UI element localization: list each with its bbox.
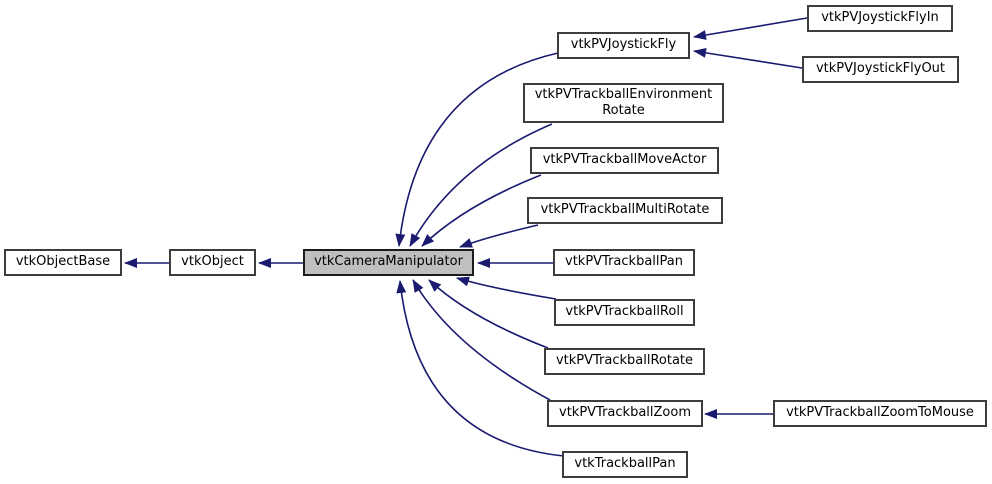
- inheritance-arrow-vtkPVTrackballZoom-to-vtkCameraManipulator: [412, 279, 551, 401]
- class-node-vtkObjectBase[interactable]: vtkObjectBase: [4, 249, 122, 276]
- inheritance-arrow-vtkPVTrackballEnvironmentRotate-to-vtkCameraManipulator: [409, 123, 553, 247]
- class-node-vtkPVJoystickFly[interactable]: vtkPVJoystickFly: [557, 32, 690, 59]
- inheritance-arrow-vtkPVJoystickFly-to-vtkCameraManipulator: [395, 52, 559, 247]
- class-node-vtkPVTrackballRoll[interactable]: vtkPVTrackballRoll: [554, 299, 695, 326]
- inheritance-arrow-vtkPVTrackballMultiRotate-to-vtkCameraManipulator: [459, 224, 539, 248]
- inheritance-arrow-vtkTrackballPan-to-vtkCameraManipulator: [396, 280, 565, 457]
- inheritance-arrow-vtkPVJoystickFlyOut-to-vtkPVJoystickFly: [693, 47, 803, 69]
- inheritance-arrow-vtkPVTrackballRoll-to-vtkCameraManipulator: [456, 276, 557, 300]
- class-node-vtkPVTrackballPan[interactable]: vtkPVTrackballPan: [553, 249, 695, 276]
- inheritance-arrow-vtkPVJoystickFlyIn-to-vtkPVJoystickFly: [693, 17, 808, 40]
- class-node-vtkPVTrackballMultiRotate[interactable]: vtkPVTrackballMultiRotate: [527, 197, 723, 224]
- class-node-vtkObject[interactable]: vtkObject: [169, 249, 256, 276]
- class-node-vtkPVTrackballMoveActor[interactable]: vtkPVTrackballMoveActor: [530, 147, 719, 174]
- class-node-vtkTrackballPan[interactable]: vtkTrackballPan: [562, 451, 688, 478]
- inheritance-arrow-vtkPVTrackballRotate-to-vtkCameraManipulator: [428, 279, 549, 349]
- class-node-vtkPVJoystickFlyIn[interactable]: vtkPVJoystickFlyIn: [807, 5, 953, 32]
- class-node-vtkPVTrackballRotate[interactable]: vtkPVTrackballRotate: [544, 348, 705, 375]
- inheritance-arrow-vtkPVTrackballMoveActor-to-vtkCameraManipulator: [421, 174, 542, 247]
- class-node-vtkPVTrackballZoom[interactable]: vtkPVTrackballZoom: [547, 400, 703, 427]
- class-node-vtkPVJoystickFlyOut[interactable]: vtkPVJoystickFlyOut: [802, 56, 959, 83]
- class-node-vtkPVTrackballEnvironmentRotate[interactable]: vtkPVTrackballEnvironment Rotate: [523, 83, 724, 123]
- class-node-vtkPVTrackballZoomToMouse[interactable]: vtkPVTrackballZoomToMouse: [773, 400, 987, 427]
- class-node-vtkCameraManipulator: vtkCameraManipulator: [303, 249, 474, 276]
